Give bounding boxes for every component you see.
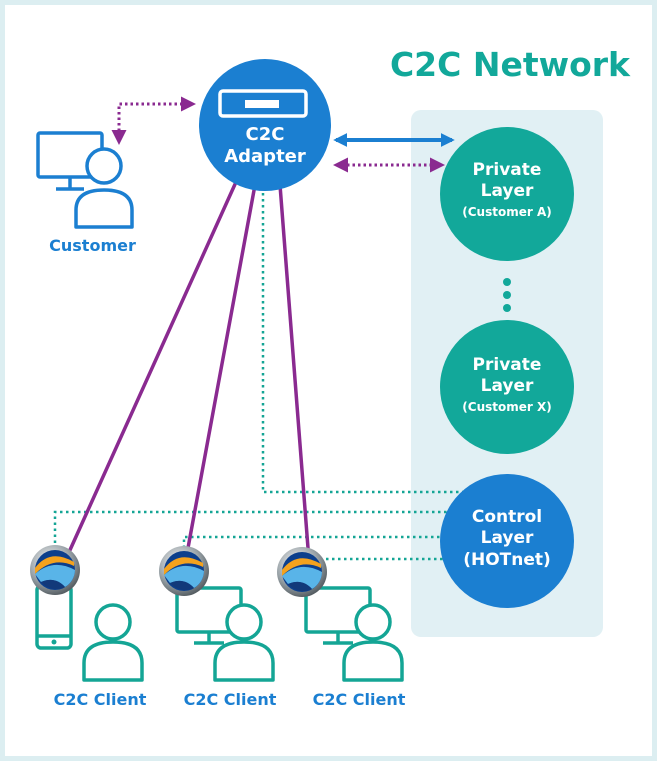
control-layer-line1: Control: [471, 507, 543, 527]
client-person-icon: [213, 603, 275, 682]
ellipsis-dots: [503, 278, 511, 312]
control-layer-line2: Layer: [480, 528, 534, 548]
control-layer-node: [440, 474, 574, 608]
c2c-client-app-icon: [159, 546, 209, 596]
c2c-client-app-icon: [30, 545, 80, 595]
c2c-client-app-icon: [277, 547, 327, 597]
client-person-icon: [82, 603, 144, 682]
private-layer-x-line2: Layer: [480, 376, 534, 396]
customer-icon: [36, 131, 134, 229]
adapter-client-links: [68, 180, 310, 552]
client-label-1: C2C Client: [53, 690, 147, 709]
customer-label: Customer: [49, 236, 136, 255]
control-connections: [53, 175, 470, 561]
control-layer-line3: (HOTnet): [463, 550, 551, 570]
private-layer-x-line3: (Customer X): [462, 400, 552, 414]
private-layer-a-line3: (Customer A): [462, 205, 552, 219]
adapter-label-line2: Adapter: [224, 146, 306, 167]
network-title: C2C Network: [389, 45, 631, 84]
purple-dotted-arrows: [111, 96, 445, 173]
private-layer-a-line1: Private: [472, 160, 542, 180]
client-person-icon: [342, 603, 404, 682]
client-label-2: C2C Client: [183, 690, 277, 709]
client-label-3: C2C Client: [312, 690, 406, 709]
private-layer-x-line1: Private: [472, 355, 542, 375]
adapter-device-icon: [218, 89, 308, 118]
adapter-label-line1: C2C: [245, 124, 285, 145]
private-layer-a-node: [440, 127, 574, 261]
phone-home-button: [51, 639, 57, 645]
private-layer-x-node: [440, 320, 574, 454]
private-layer-a-line2: Layer: [480, 181, 534, 201]
